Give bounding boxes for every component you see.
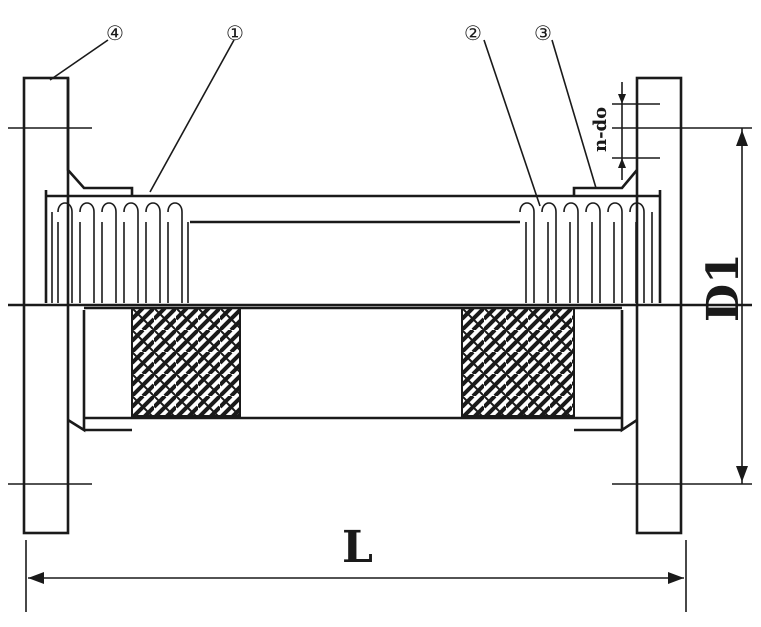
bellows-upper (46, 194, 660, 303)
braid-left (131, 307, 241, 417)
callout-3: ③ (534, 21, 552, 45)
braid-right (461, 307, 575, 417)
length-dimension (25, 540, 687, 612)
callout-4: ④ (106, 21, 124, 45)
callout-2: ② (464, 21, 482, 45)
length-label: L (342, 522, 373, 573)
callout-leaders (49, 39, 597, 207)
callout-1: ① (226, 21, 244, 45)
diameter-label: D1 (698, 253, 749, 322)
bolt-hole-dimension (612, 82, 660, 180)
bolt-hole-label: n-do (590, 107, 611, 152)
diameter-dimension (736, 128, 748, 484)
